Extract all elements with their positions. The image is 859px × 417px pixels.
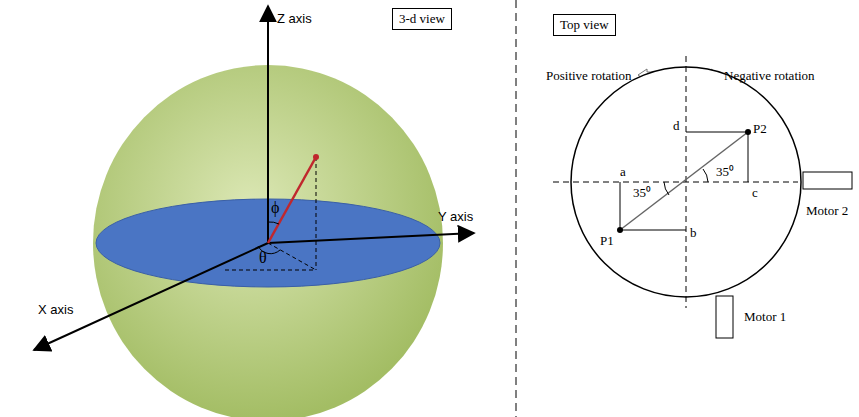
point-label: P2	[753, 122, 767, 136]
point-label: b	[690, 226, 697, 240]
angle-symbol: θ	[259, 249, 267, 267]
motor-symbol	[803, 172, 852, 189]
projection-line	[268, 243, 316, 270]
point	[745, 129, 751, 135]
projection-line	[225, 270, 316, 271]
angle-label: 35⁰	[716, 165, 734, 179]
motor-label: Motor 2	[806, 204, 848, 218]
axis-label: X axis	[38, 303, 73, 317]
view-title-box: 3-d view	[392, 8, 452, 30]
angle-arc	[703, 169, 708, 182]
vector-point	[313, 154, 319, 160]
point-label: a	[620, 165, 626, 179]
angle-symbol: ϕ	[271, 199, 279, 217]
rotation-label: Positive rotation	[546, 69, 632, 83]
rotation-label: Negative rotation	[724, 69, 815, 83]
vector	[268, 157, 316, 243]
z-axis	[267, 6, 269, 243]
axis-label: Y axis	[438, 210, 473, 224]
diagonal	[620, 132, 748, 230]
divider	[516, 0, 517, 417]
guide-line	[620, 182, 621, 230]
phi-arc	[268, 222, 279, 224]
view-title: Top view	[560, 17, 609, 33]
point-label: d	[673, 119, 680, 133]
axis-label: Z axis	[277, 12, 312, 26]
view-title-box: Top view	[553, 14, 616, 36]
point	[617, 227, 623, 233]
projection-line	[316, 157, 317, 270]
axis-dashed	[553, 182, 798, 183]
guide-line	[748, 132, 749, 182]
guide-line	[686, 132, 748, 133]
x-axis	[34, 243, 268, 350]
motor-label: Motor 1	[744, 310, 786, 324]
y-axis	[268, 233, 474, 243]
point-label: P1	[600, 234, 614, 248]
angle-label: 35⁰	[633, 186, 651, 200]
point-label: c	[752, 186, 758, 200]
guide-line	[620, 230, 686, 231]
motor-symbol	[716, 296, 733, 338]
view-title: 3-d view	[399, 11, 445, 27]
angle-arc	[664, 182, 669, 195]
